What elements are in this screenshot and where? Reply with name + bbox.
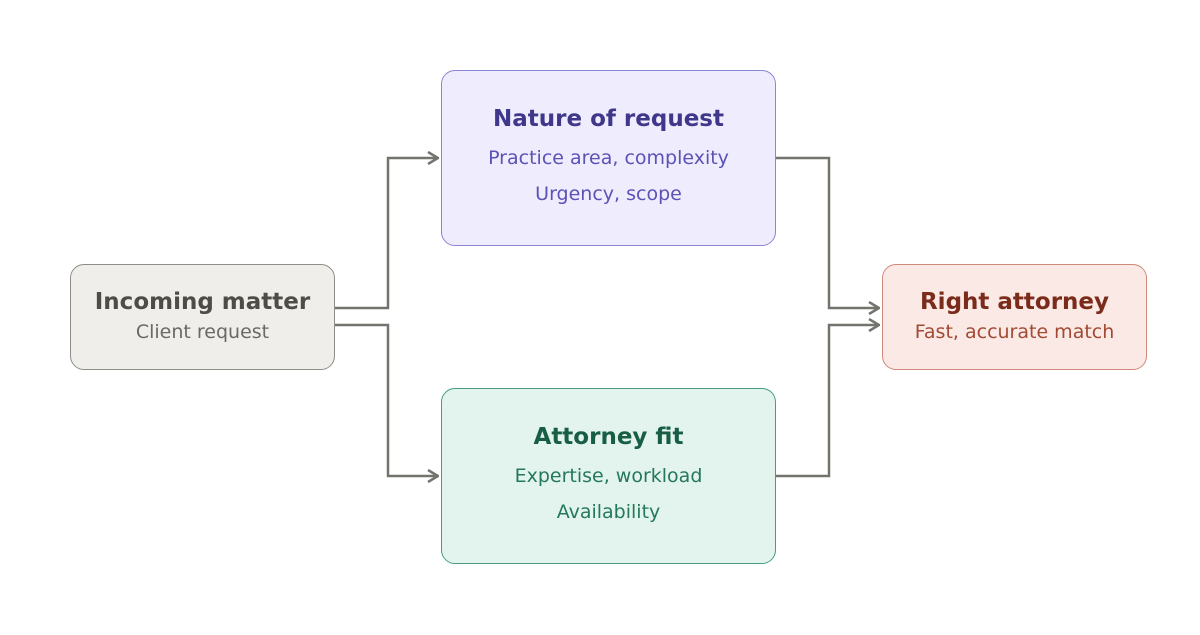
node-detail: Urgency, scope	[535, 183, 682, 205]
node-detail: Fast, accurate match	[914, 321, 1115, 343]
node-title: Incoming matter	[94, 289, 311, 315]
incoming-matter-node: Incoming matter Client request	[70, 264, 335, 370]
edge-incoming-to-nature	[335, 158, 438, 310]
edge-nature-to-right	[776, 156, 879, 308]
node-detail: Client request	[135, 321, 270, 343]
edge-fit-to-right	[776, 325, 879, 478]
node-detail: Availability	[556, 501, 661, 523]
edge-incoming-to-fit	[335, 323, 438, 476]
nature-of-request-node: Nature of request Practice area, complex…	[441, 70, 776, 246]
right-attorney-node: Right attorney Fast, accurate match	[882, 264, 1147, 370]
node-detail: Expertise, workload	[514, 465, 703, 487]
node-title: Attorney fit	[533, 424, 684, 450]
node-title: Right attorney	[919, 289, 1110, 315]
attorney-fit-node: Attorney fit Expertise, workload Availab…	[441, 388, 776, 564]
node-title: Nature of request	[493, 106, 724, 132]
node-detail: Practice area, complexity	[488, 147, 729, 169]
